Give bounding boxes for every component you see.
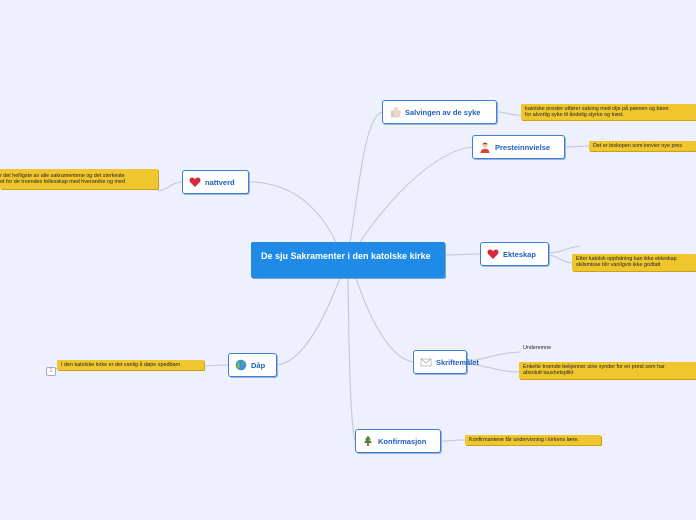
note-line: skilsmisse blir vanligvis ikke godtatt bbox=[576, 262, 661, 269]
note-line: et for de troendes fellesskap med hveran… bbox=[0, 179, 125, 186]
topic-label: Ekteskap bbox=[503, 249, 536, 259]
note-presteinnvielse[interactable]: Det er biskopen som innvier nye pres bbox=[589, 141, 696, 151]
topic-label: Skriftemålet bbox=[436, 357, 479, 367]
topic-ekteskap[interactable]: Ekteskap bbox=[480, 242, 549, 266]
topic-label: Presteinnvielse bbox=[495, 142, 551, 152]
topic-presteinnvielse[interactable]: Presteinnvielse bbox=[472, 135, 565, 159]
note-line: for alvorlig syke til åndelig styrke og … bbox=[525, 112, 624, 119]
note-line: Konfirmantene får undervisning i kirkens… bbox=[469, 437, 579, 443]
tree-icon bbox=[362, 435, 374, 447]
note-line: r det helligste av alle sakramentene og … bbox=[0, 173, 125, 179]
person-icon bbox=[479, 141, 491, 153]
note-line: Etter katolsk oppfatning kan ikke ektesk… bbox=[576, 256, 677, 262]
note-line: I den katolske kirke er det vanlig å døp… bbox=[61, 362, 181, 368]
note-salvingen[interactable]: katolske prester utfører salving med olj… bbox=[521, 104, 696, 120]
heart-icon bbox=[189, 176, 201, 188]
topic-salvingen[interactable]: Salvingen av de syke bbox=[382, 100, 497, 124]
collapse-badge[interactable]: 1 bbox=[46, 367, 56, 376]
note-konfirmasjon[interactable]: Konfirmantene får undervisning i kirkens… bbox=[465, 435, 601, 445]
envelope-icon bbox=[420, 356, 432, 368]
topic-skriftemalet[interactable]: Skriftemålet bbox=[413, 350, 479, 374]
thumbs-up-icon bbox=[389, 106, 401, 118]
note-line: Enkelte troende bekjenner sine synder fo… bbox=[523, 364, 665, 370]
note-line: katolske prester utfører salving med olj… bbox=[525, 106, 669, 112]
subtopic-underemne[interactable]: Underemne bbox=[523, 345, 552, 351]
note-skriftemalet[interactable]: Enkelte troende bekjenner sine synder fo… bbox=[519, 362, 696, 379]
note-dap[interactable]: I den katolske kirke er det vanlig å døp… bbox=[57, 360, 204, 370]
topic-label: Konfirmasjon bbox=[378, 436, 427, 446]
topic-label: Salvingen av de syke bbox=[405, 107, 481, 117]
topic-label: nattverd bbox=[205, 177, 235, 187]
note-line: absolutt taushetsplikt bbox=[523, 370, 574, 377]
topic-label: Dåp bbox=[251, 360, 266, 370]
topic-nattverd[interactable]: nattverd bbox=[182, 170, 249, 194]
note-ekteskap[interactable]: Etter katolsk oppfatning kan ikke ektesk… bbox=[572, 254, 696, 271]
note-nattverd[interactable]: r det helligste av alle sakramentene og … bbox=[0, 169, 158, 189]
central-topic[interactable]: De sju Sakramenter i den katolske kirke bbox=[251, 242, 445, 278]
heart-icon bbox=[487, 248, 499, 260]
globe-icon bbox=[235, 359, 247, 371]
topic-konfirmasjon[interactable]: Konfirmasjon bbox=[355, 429, 441, 453]
topic-dap[interactable]: Dåp bbox=[228, 353, 277, 377]
note-line: Det er biskopen som innvier nye pres bbox=[593, 143, 682, 149]
